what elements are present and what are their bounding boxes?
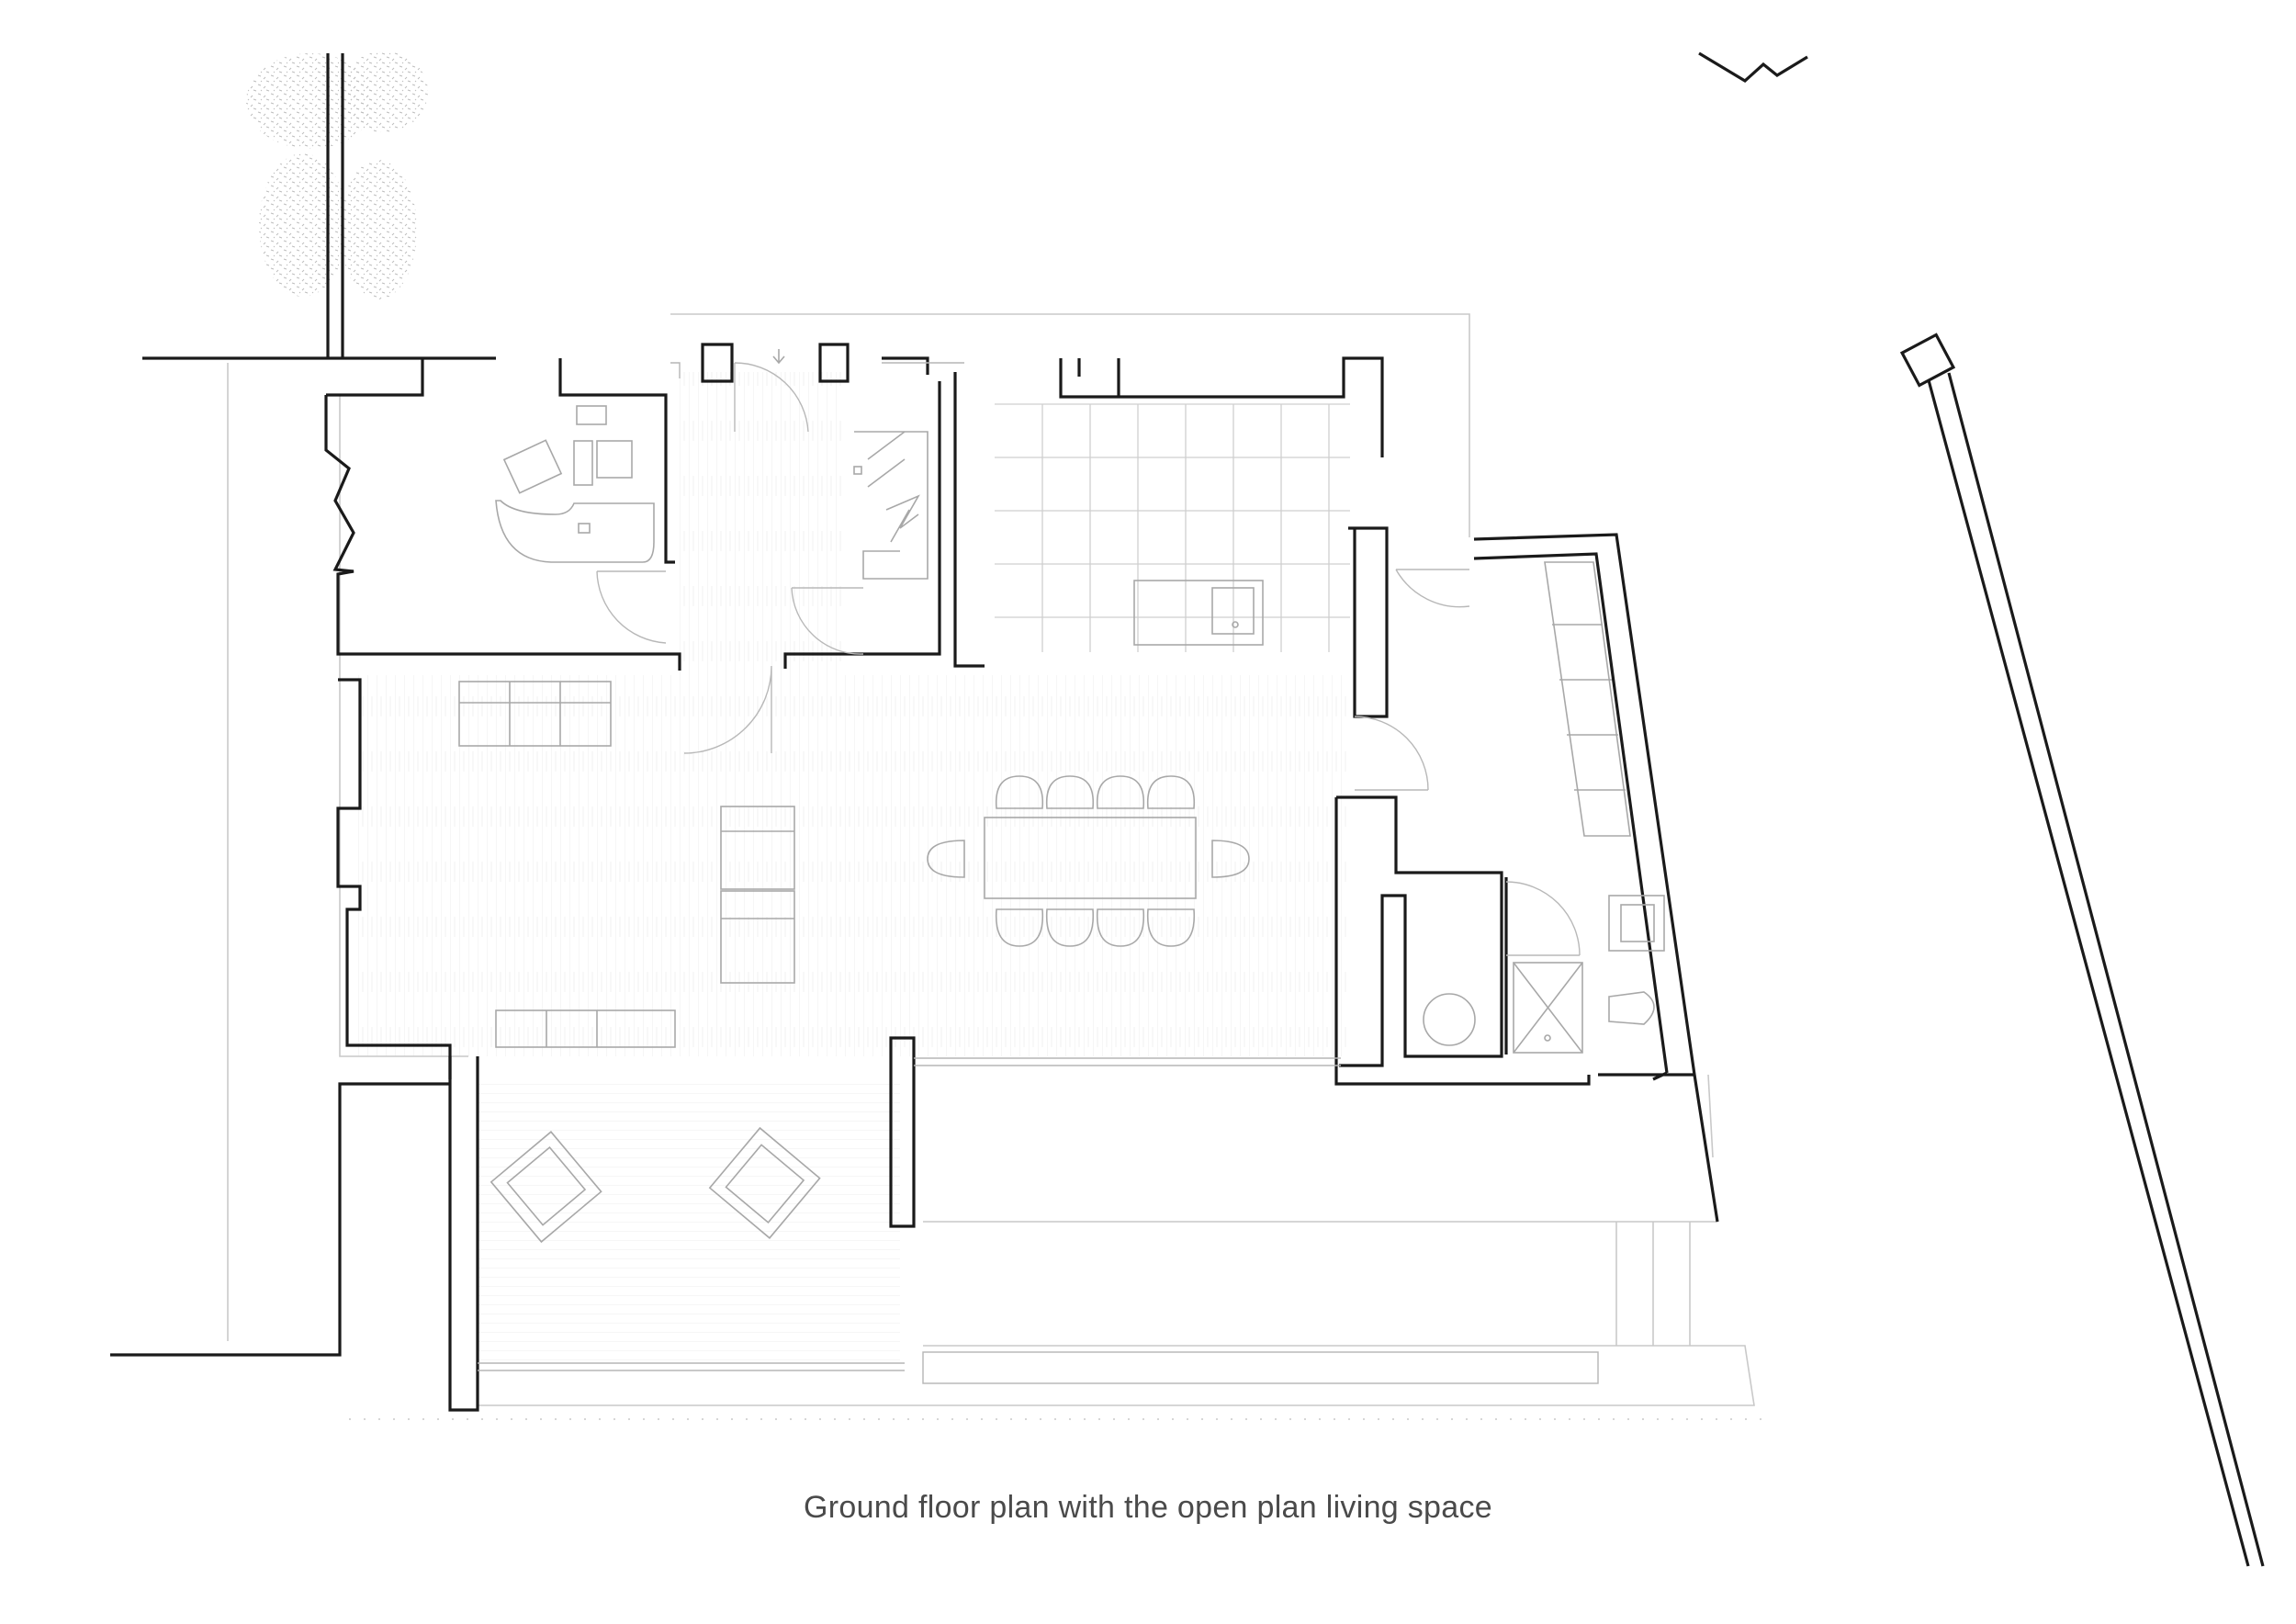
study-furniture — [495, 405, 655, 563]
plan-caption: Ground floor plan with the open plan liv… — [804, 1490, 1492, 1525]
hedge-foliage — [246, 51, 428, 299]
bathroom-fixtures — [1423, 895, 1665, 1054]
door-swings — [596, 362, 1581, 956]
terrace-floor — [478, 1082, 900, 1367]
dining-set — [927, 775, 1250, 947]
staircase — [772, 349, 929, 580]
boundary-fragment — [1698, 51, 1808, 83]
kitchen-tiles — [995, 403, 1350, 652]
exterior-walls — [324, 343, 1719, 1412]
side-boundary — [1899, 333, 2265, 1567]
kitchen-sink — [1133, 580, 1264, 646]
living-floor — [356, 675, 1350, 1056]
planter-strip — [922, 1351, 1599, 1384]
living-furniture — [458, 681, 795, 1048]
boundary-fence — [110, 53, 496, 1357]
terrace-chairs — [490, 1126, 821, 1244]
utility-worktop — [1544, 561, 1631, 837]
building-outline — [339, 313, 1755, 1406]
glazing — [478, 362, 1341, 1371]
hall-floor — [680, 372, 845, 675]
